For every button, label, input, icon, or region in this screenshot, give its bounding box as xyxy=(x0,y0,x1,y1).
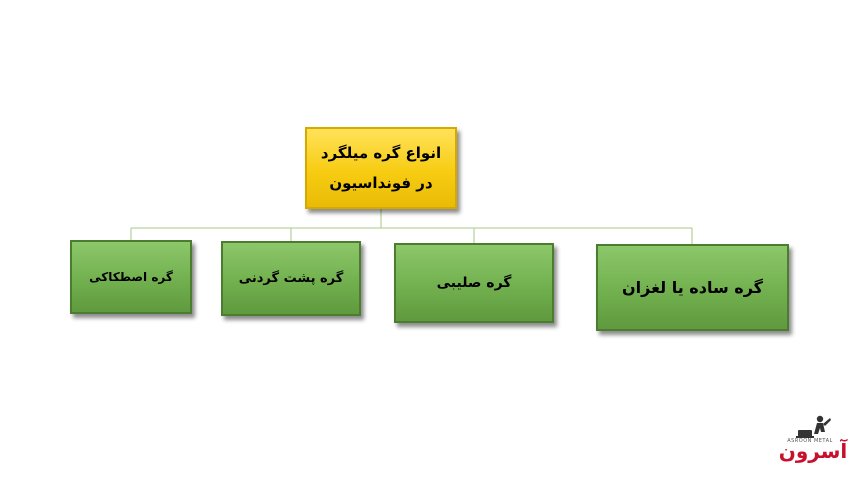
child-node-friction-knot: گره اصطکاکی xyxy=(70,240,192,314)
child-node-simple-sliding-knot: گره ساده یا لغزان xyxy=(596,244,789,331)
logo-subtext: ASROON METAL xyxy=(787,438,833,444)
child-node-label: گره صلیبی xyxy=(436,275,512,291)
child-node-label: گره اصطکاکی xyxy=(89,270,173,284)
child-node-cross-knot: گره صلیبی xyxy=(394,243,554,323)
root-title-line-2: در فونداسیون xyxy=(329,174,433,192)
root-title-line-1: انواع گره میلگرد xyxy=(320,144,442,162)
child-node-label: گره ساده یا لغزان xyxy=(622,278,763,297)
logo-wordmark: آسرون xyxy=(778,439,848,463)
asroon-logo: ASROON METAL آسرون xyxy=(776,414,850,474)
child-node-back-neck-knot: گره پشت گردنی xyxy=(221,241,361,316)
child-node-label: گره پشت گردنی xyxy=(238,271,344,286)
root-node: انواع گره میلگرد در فونداسیون xyxy=(305,127,457,209)
logo-figure-icon xyxy=(796,415,831,438)
